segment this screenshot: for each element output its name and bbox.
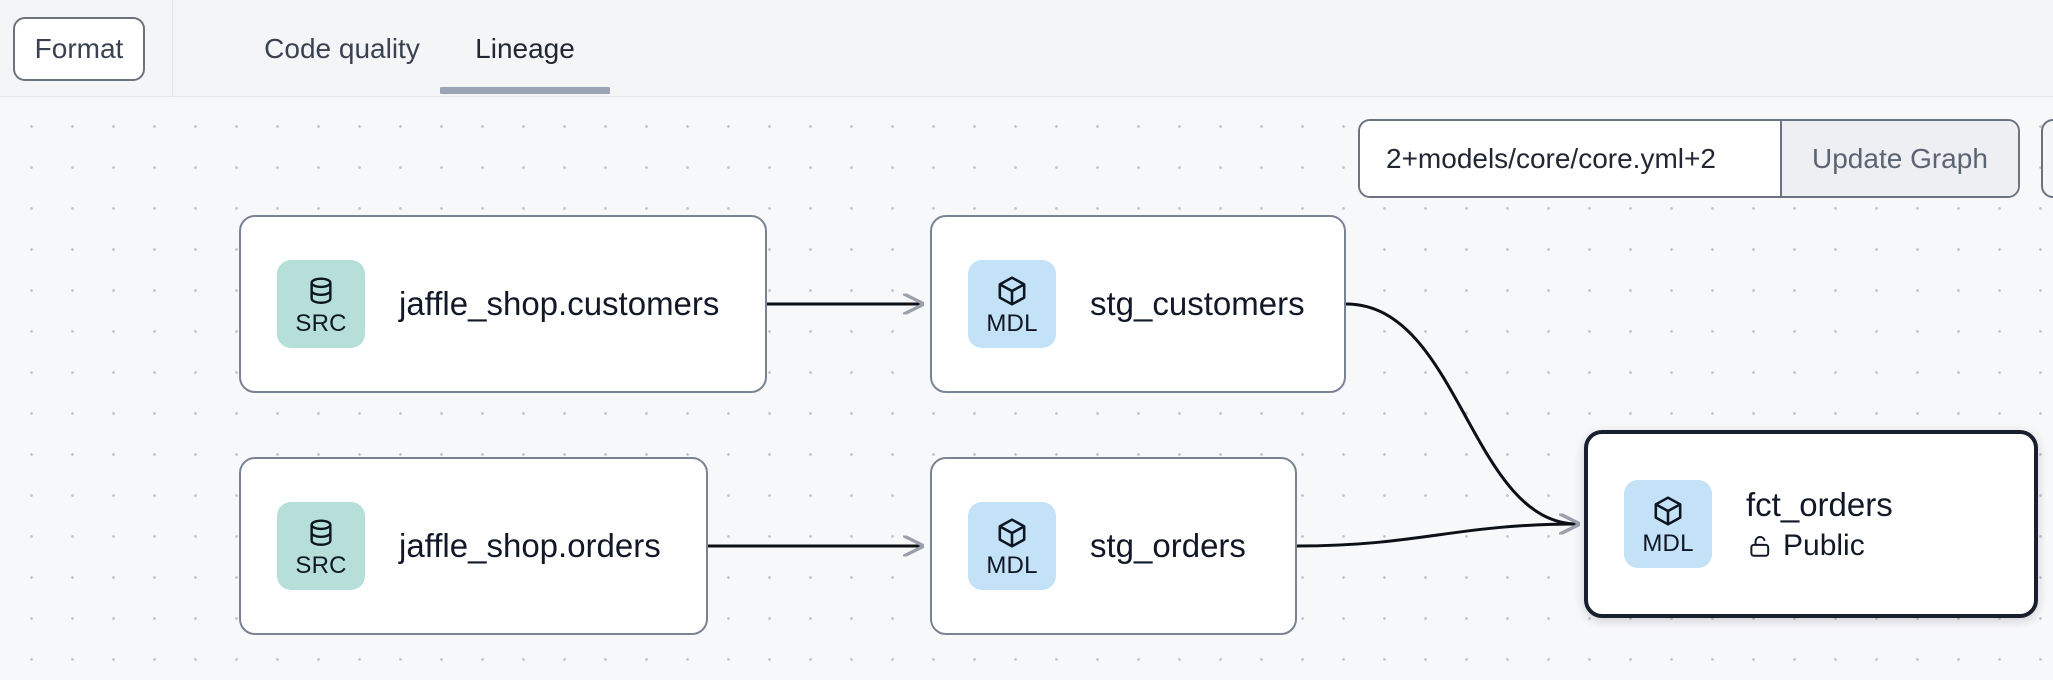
node-type-badge-label: MDL bbox=[986, 551, 1038, 579]
node-access-label: Public bbox=[1783, 529, 1865, 562]
tab-lineage-label: Lineage bbox=[475, 32, 575, 64]
unlock-icon bbox=[1750, 536, 1770, 557]
lineage-node-src-customers[interactable]: SRC jaffle_shop.customers bbox=[239, 215, 767, 393]
node-title: stg_orders bbox=[1090, 527, 1246, 564]
database-icon bbox=[310, 518, 332, 546]
lineage-node-src-orders[interactable]: SRC jaffle_shop.orders bbox=[239, 457, 708, 635]
node-type-badge-label: SRC bbox=[295, 309, 347, 337]
node-type-badge-label: MDL bbox=[1642, 529, 1694, 557]
tab-lineage-active-underline bbox=[440, 87, 610, 94]
edge-stg-orders-fct-orders bbox=[1296, 524, 1578, 548]
node-type-badge-label: MDL bbox=[986, 309, 1038, 337]
node-body: jaffle_shop.customers bbox=[399, 284, 719, 324]
cube-icon bbox=[998, 275, 1026, 306]
database-icon bbox=[310, 276, 332, 304]
graph-options-button[interactable] bbox=[2040, 119, 2053, 198]
tab-lineage[interactable]: Lineage bbox=[440, 0, 610, 97]
node-title: jaffle_shop.customers bbox=[399, 285, 720, 322]
tab-underline bbox=[242, 87, 442, 94]
node-type-badge-mdl: MDL bbox=[968, 502, 1056, 590]
lineage-canvas[interactable]: SRC jaffle_shop.customers MDL stg_custom… bbox=[0, 97, 2053, 680]
tab-code-quality-label: Code quality bbox=[264, 32, 420, 64]
node-type-badge-mdl: MDL bbox=[968, 260, 1056, 348]
tab-code-quality[interactable]: Code quality bbox=[242, 0, 442, 97]
cube-icon bbox=[1654, 495, 1682, 526]
lineage-node-fct-orders[interactable]: MDL fct_orders Public bbox=[1584, 430, 2038, 618]
node-title: stg_customers bbox=[1090, 285, 1305, 322]
selector-input[interactable] bbox=[1360, 121, 1780, 196]
selector-group: Update Graph bbox=[1358, 119, 2020, 198]
cube-icon bbox=[998, 517, 1026, 548]
graph-controls: Update Graph bbox=[1358, 119, 2053, 198]
node-title: jaffle_shop.orders bbox=[399, 527, 661, 564]
node-body: jaffle_shop.orders bbox=[399, 526, 661, 566]
node-type-badge-label: SRC bbox=[295, 551, 347, 579]
node-body: fct_orders Public bbox=[1746, 485, 1893, 563]
update-graph-button[interactable]: Update Graph bbox=[1780, 121, 2018, 196]
format-button-label: Format bbox=[34, 33, 124, 64]
node-type-badge-src: SRC bbox=[277, 260, 365, 348]
node-type-badge-src: SRC bbox=[277, 502, 365, 590]
node-title: fct_orders bbox=[1746, 486, 1893, 523]
node-access-row: Public bbox=[1746, 529, 1893, 563]
node-body: stg_orders bbox=[1090, 526, 1246, 566]
lineage-node-stg-customers[interactable]: MDL stg_customers bbox=[930, 215, 1346, 393]
format-button[interactable]: Format bbox=[13, 17, 145, 81]
lineage-node-stg-orders[interactable]: MDL stg_orders bbox=[930, 457, 1297, 635]
node-type-badge-mdl: MDL bbox=[1624, 480, 1712, 568]
update-graph-label: Update Graph bbox=[1812, 142, 1988, 174]
toolbar-header: Format Code quality Lineage bbox=[0, 0, 2053, 97]
header-divider bbox=[172, 0, 173, 97]
edge-stg-customers-fct-orders bbox=[1345, 302, 1578, 524]
node-body: stg_customers bbox=[1090, 284, 1305, 324]
